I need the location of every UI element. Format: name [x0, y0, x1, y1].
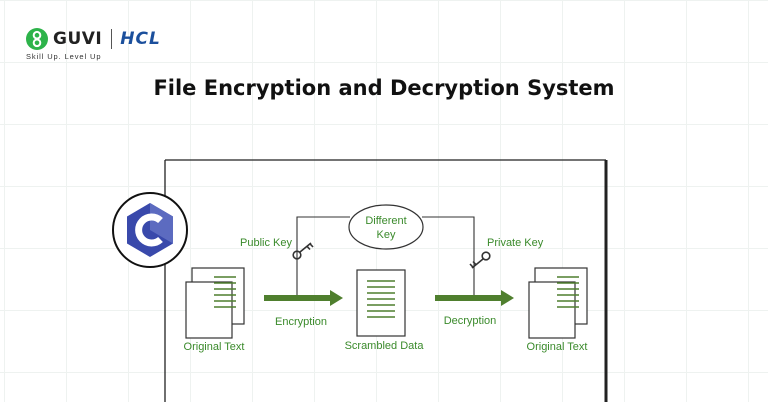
guvi-wordmark: GUVI: [53, 29, 103, 49]
hcl-wordmark: HCL: [120, 29, 161, 49]
logo-divider: [111, 29, 113, 49]
private-key-label: Private Key: [487, 237, 544, 249]
key-icon: [292, 242, 314, 260]
different-key-bubble: [348, 204, 424, 250]
encryption-arrow: [264, 290, 343, 306]
page-title: File Encryption and Decryption System: [153, 76, 615, 100]
original-text-left-label: Original Text: [184, 341, 245, 353]
document-icon: [356, 269, 406, 337]
public-key-connector: [296, 216, 350, 295]
different-key-label-line1: Different: [365, 215, 406, 227]
document-icon: [185, 267, 245, 339]
document-icon: [528, 267, 588, 339]
brand-tagline: Skill Up. Level Up: [26, 52, 102, 61]
key-icon: [469, 251, 491, 269]
brand-logo: GUVI HCL: [26, 26, 161, 52]
private-key-connector: [422, 216, 475, 295]
guvi-logo-icon: [26, 28, 48, 50]
encryption-label: Encryption: [275, 316, 327, 328]
decryption-label: Decryption: [444, 315, 497, 327]
original-text-right-label: Original Text: [527, 341, 588, 353]
scrambled-data-label: Scrambled Data: [345, 340, 425, 352]
c-language-icon: [112, 192, 188, 268]
different-key-label-line2: Key: [377, 229, 396, 241]
decryption-arrow: [435, 290, 514, 306]
public-key-label: Public Key: [240, 237, 292, 249]
